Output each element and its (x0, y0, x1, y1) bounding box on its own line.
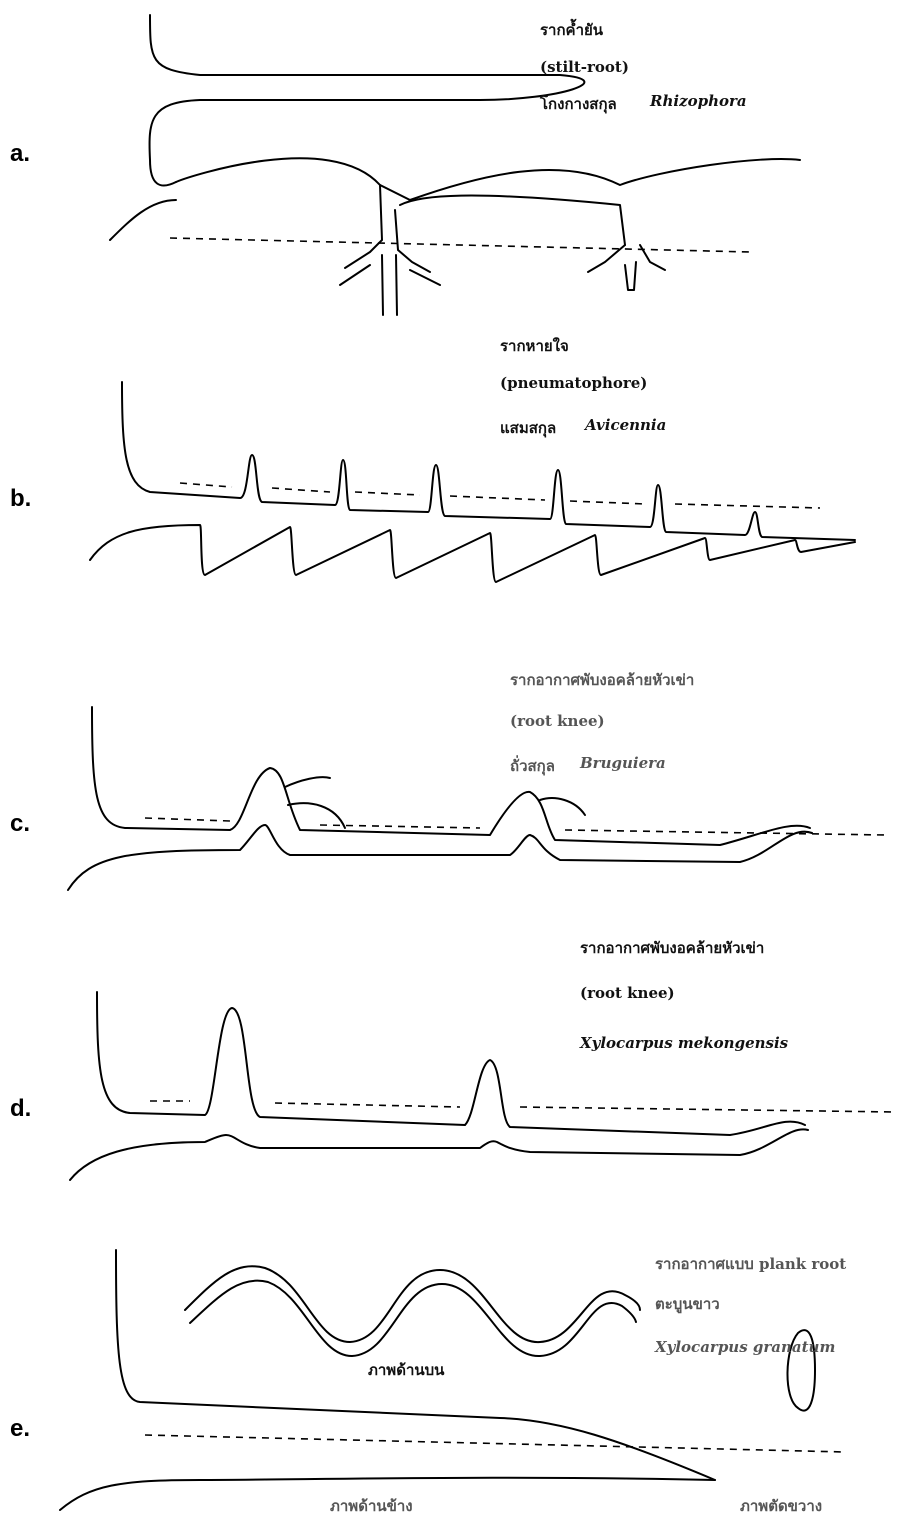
panel-d-thai-title: รากอากาศพับงอคล้ายหัวเข่า (580, 936, 764, 960)
pneumatophore-diagram (0, 320, 898, 600)
panel-e-top-view-caption: ภาพด้านบน (368, 1358, 444, 1382)
panel-b-genus-latin: Avicennia (585, 416, 666, 434)
panel-c: c. รากอากาศพับงอคล้ายหัวเข่า (root knee)… (0, 650, 898, 910)
panel-b-genus-thai: แสมสกุล (500, 416, 556, 440)
panel-a-thai-title: รากค้ำยัน (540, 18, 603, 42)
panel-a-english-term: (stilt-root) (540, 58, 629, 76)
panel-c-thai-title: รากอากาศพับงอคล้ายหัวเข่า (510, 668, 694, 692)
panel-e-common-name: ตะบูนขาว (655, 1292, 720, 1316)
panel-e-thai-title: รากอากาศแบบ plank root (655, 1252, 846, 1276)
panel-d-species-latin: Xylocarpus mekongensis (580, 1034, 788, 1052)
panel-b-thai-title: รากหายใจ (500, 334, 569, 358)
panel-e-species-latin: Xylocarpus granatum (655, 1338, 835, 1356)
panel-e: e. รากอากาศแบบ plank root ตะบูนขาว Xyloc… (0, 1230, 898, 1511)
panel-c-english-term: (root knee) (510, 712, 605, 730)
root-knee-bruguiera-diagram (0, 650, 898, 910)
panel-d: d. รากอากาศพับงอคล้ายหัวเข่า (root knee)… (0, 920, 898, 1220)
panel-a-genus-thai: โกงกางสกุล (540, 92, 617, 116)
panel-b: b. รากหายใจ (pneumatophore) แสมสกุล Avic… (0, 320, 898, 600)
root-knee-xylocarpus-mekongensis-diagram (0, 920, 898, 1220)
panel-a: a. รากค้ำยัน (stilt-root) โกงกางสกุล Rhi… (0, 0, 898, 320)
panel-e-side-view-caption: ภาพด้านข้าง (330, 1494, 413, 1518)
panel-c-genus-latin: Bruguiera (580, 754, 666, 772)
panel-a-genus-latin: Rhizophora (650, 92, 747, 110)
panel-d-english-term: (root knee) (580, 984, 675, 1002)
panel-e-cross-section-caption: ภาพตัดขวาง (740, 1494, 822, 1518)
panel-c-genus-thai: ถั่วสกุล (510, 754, 555, 778)
stilt-root-diagram (0, 0, 898, 320)
panel-b-english-term: (pneumatophore) (500, 374, 647, 392)
